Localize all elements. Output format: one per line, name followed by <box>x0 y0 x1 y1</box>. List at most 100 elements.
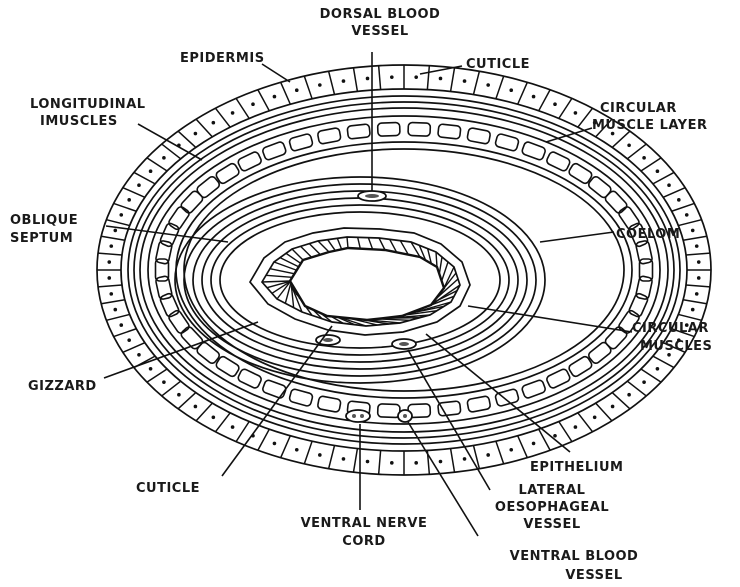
epidermis-cell-nucleus <box>574 425 578 429</box>
epidermis-cell-nucleus <box>107 260 111 264</box>
epidermis-cell-nucleus <box>231 111 235 115</box>
longitudinal-muscle-block <box>521 141 546 161</box>
epidermis-cell-nucleus <box>627 143 631 147</box>
epidermis-cell-wall <box>596 403 612 421</box>
longitudinal-muscle-block <box>289 388 314 406</box>
label-line: MUSCLE LAYER <box>592 118 708 133</box>
epidermis-cell-wall <box>258 90 269 111</box>
gizzard-epithelium-cell-wall <box>270 269 294 274</box>
epidermis-cell-nucleus <box>390 75 394 79</box>
label-line: OBLIQUE <box>10 213 78 228</box>
epidermis-cell-nucleus <box>691 308 695 312</box>
label-line: LATERAL <box>519 483 586 498</box>
label-line: LONGITUDINAL <box>30 97 146 112</box>
epidermis-cell-wall <box>451 68 455 92</box>
leader-circular-muscles <box>468 306 632 332</box>
epidermis-cell-nucleus <box>162 380 166 384</box>
longitudinal-muscle-block <box>180 190 205 215</box>
epidermis-cell-wall <box>114 329 137 337</box>
leader-longitudinal-muscles <box>138 124 202 160</box>
epidermis-cell-nucleus <box>194 132 198 136</box>
epidermis-cell-nucleus <box>318 83 322 87</box>
epidermis-cell-wall <box>178 393 196 409</box>
epidermis-cell-wall <box>101 300 125 304</box>
label-line: CIRCULAR <box>600 101 677 116</box>
epidermis-cell-nucleus <box>342 457 346 461</box>
label-line: COELOM <box>616 227 680 242</box>
label-ventral-nerve-cord: VENTRAL NERVECORD <box>301 516 428 549</box>
ventral-blood-vessel-inner <box>403 414 407 418</box>
epidermis-cell-nucleus <box>656 169 660 173</box>
longitudinal-muscle-block <box>438 401 461 416</box>
label-cuticle-top: CUTICLE <box>466 57 530 72</box>
epidermis-cell-nucleus <box>194 405 198 409</box>
longitudinal-muscle-block <box>317 127 341 144</box>
label-line: DORSAL BLOOD <box>320 7 441 22</box>
epidermis-cell-nucleus <box>695 292 699 296</box>
dorsal-blood-vessel-inner <box>365 194 379 198</box>
epidermis-cell-wall <box>329 445 335 468</box>
epidermis-cell-wall <box>379 66 381 90</box>
epidermis-cell-wall <box>106 220 129 226</box>
epidermis-cell-wall <box>559 422 572 442</box>
epidermis-cell-nucleus <box>149 367 153 371</box>
epidermis-cell-wall <box>683 236 707 240</box>
gizzard-epithelium-cell-wall <box>358 237 361 248</box>
epidermis-cell-nucleus <box>574 111 578 115</box>
epidermis-cell-wall <box>98 285 122 287</box>
leader-coelom <box>540 232 614 242</box>
epidermis-cell-wall <box>281 436 291 458</box>
longitudinal-muscle-block <box>467 396 491 413</box>
label-line: VENTRAL BLOOD <box>510 549 639 564</box>
epidermis-cell-nucleus <box>486 83 490 87</box>
epidermis-cell-nucleus <box>109 292 113 296</box>
epidermis-cell-wall <box>353 449 357 473</box>
epidermis-cell-nucleus <box>697 276 701 280</box>
epidermis-cell-wall <box>215 413 230 432</box>
epidermis-cell-nucleus <box>553 102 557 106</box>
epidermis-cell-nucleus <box>611 405 615 409</box>
epidermis-cell-nucleus <box>177 393 181 397</box>
epidermis-cell-nucleus <box>685 213 689 217</box>
epidermis-cell-nucleus <box>509 88 513 92</box>
epidermis-cell-nucleus <box>414 461 418 465</box>
longitudinal-muscle-block <box>546 151 571 172</box>
label-gizzard: GIZZARD <box>28 379 97 394</box>
epidermis-cell-wall <box>106 314 129 320</box>
longitudinal-muscle-block <box>408 122 430 136</box>
epidermis-cell-wall <box>215 108 230 127</box>
longitudinal-muscle-block <box>438 124 461 139</box>
label-line: CUTICLE <box>136 481 200 496</box>
longitudinal-muscle-block <box>604 190 629 215</box>
epidermis-cell-wall <box>559 98 572 118</box>
epidermis-cell-wall <box>683 300 707 304</box>
epidermis-cell-wall <box>653 356 674 367</box>
longitudinal-muscle-block <box>237 151 262 172</box>
label-line: EPITHELIUM <box>530 460 624 475</box>
label-dorsal-blood-vessel: DORSAL BLOOD VESSEL <box>320 7 441 39</box>
epidermis-cell-nucleus <box>593 415 597 419</box>
epidermis-cell-nucleus <box>532 95 536 99</box>
lateral-oesophageal-vessel-right-inner <box>399 342 409 346</box>
label-line: CORD <box>342 534 385 549</box>
lateral-oesophageal-vessel-left-inner <box>323 338 333 342</box>
epidermis-cell-wall <box>379 450 381 474</box>
epidermis-cell-wall <box>496 76 504 99</box>
epidermis-cell-wall <box>678 220 701 226</box>
epidermis-cell-wall <box>678 314 701 320</box>
gizzard-epithelium-cell-wall <box>309 244 320 255</box>
epidermis-cell-wall <box>686 253 710 255</box>
epidermis-cell-wall <box>518 82 528 104</box>
gizzard-epithelium-cell-wall <box>347 237 348 248</box>
label-oblique-septum: OBLIQUESEPTUM <box>10 213 78 246</box>
label-epithelium: EPITHELIUM <box>530 460 624 475</box>
epidermis-cell-wall <box>123 343 145 353</box>
epidermis-cell-wall <box>663 188 685 198</box>
epidermis-cell-nucleus <box>532 442 536 446</box>
epidermis-cell-wall <box>147 158 167 171</box>
epidermis-cell-wall <box>578 413 593 432</box>
label-line: VESSEL <box>351 24 408 39</box>
epidermis-cell-wall <box>329 71 335 94</box>
